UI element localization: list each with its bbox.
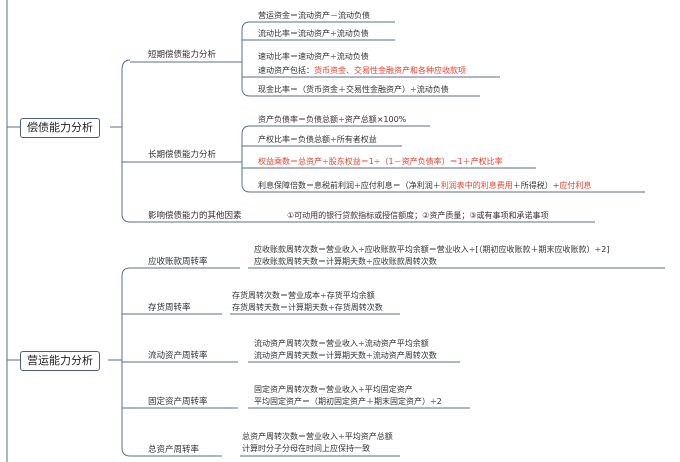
fixed-assets-turnover-times: 固定资产周转次数＝营业收入÷平均固定资产 xyxy=(254,385,413,394)
average-fixed-assets: 平均固定资产＝（期初固定资产＋期末固定资产）÷2 xyxy=(254,397,442,406)
quick-assets-items: 货币资金、交易性金融资产和各种应收款项 xyxy=(314,66,466,75)
inventory-turnover-times: 存货周转次数＝营业成本÷存货平均余额 xyxy=(232,291,375,300)
short-term-node[interactable]: 短期偿债能力分析 xyxy=(148,50,217,60)
operating-analysis-node[interactable]: 营运能力分析 xyxy=(20,351,100,371)
other-factors-node[interactable]: 影响偿债能力的其他因素 xyxy=(148,211,242,221)
equity-multiplier-formula: 权益乘数＝总资产÷股东权益＝1÷（1－资产负债率）＝1＋产权比率 xyxy=(258,157,503,166)
interest-coverage-part-c: ＋所得税）÷ xyxy=(512,181,560,190)
interest-coverage-part-d: 应付利息 xyxy=(559,181,592,190)
receivable-turnover-times: 应收账款周转次数＝营业收入÷应收账款平均余额＝营业收入÷[（期初应收账款＋期末应… xyxy=(254,245,610,254)
interest-coverage-part-a: 利息保障倍数＝息税前利润÷应付利息＝（净利润＋ xyxy=(258,181,441,190)
quick-assets-prefix: 速动资产包括： xyxy=(258,66,314,75)
other-factors-text: ①可动用的银行贷款指标或授信额度；②资产质量；③或有事项和承诺事项 xyxy=(287,211,549,220)
working-capital-formula: 营运资金＝流动资产－流动负债 xyxy=(258,11,370,20)
current-assets-turnover-days: 流动资产周转天数＝计算期天数÷流动资产周转次数 xyxy=(254,351,437,360)
interest-coverage-formula: 利息保障倍数＝息税前利润÷应付利息＝（净利润＋利润表中的利息费用＋所得税）÷应付… xyxy=(258,181,591,191)
cash-ratio-formula: 现金比率＝（货币资金＋交易性金融资产）÷流动负债 xyxy=(258,85,449,94)
debt-asset-ratio-formula: 资产负债率＝负债总额÷资产总额×100% xyxy=(258,115,407,124)
fixed-assets-turnover-node[interactable]: 固定资产周转率 xyxy=(148,397,208,407)
long-term-node[interactable]: 长期偿债能力分析 xyxy=(148,150,217,160)
receivable-turnover-node[interactable]: 应收账款周转率 xyxy=(148,257,208,267)
current-assets-turnover-node[interactable]: 流动资产周转率 xyxy=(148,351,208,361)
quick-assets-note: 速动资产包括：货币资金、交易性金融资产和各种应收款项 xyxy=(258,66,466,76)
inventory-turnover-node[interactable]: 存货周转率 xyxy=(148,303,191,313)
inventory-turnover-days: 存货周转天数＝计算期天数÷存货周转次数 xyxy=(232,303,383,312)
equity-ratio-formula: 产权比率＝负债总额÷所有者权益 xyxy=(258,135,377,144)
solvency-analysis-node[interactable]: 偿债能力分析 xyxy=(20,118,100,138)
total-assets-turnover-times: 总资产周转次数＝营业收入÷平均资产总额 xyxy=(242,432,393,441)
total-assets-turnover-node[interactable]: 总资产周转率 xyxy=(148,445,200,455)
total-assets-turnover-note: 计算时分子分母在时间上应保持一致 xyxy=(242,444,370,453)
receivable-turnover-days: 应收账款周转天数＝计算期天数÷应收账款周转次数 xyxy=(254,257,437,266)
current-ratio-formula: 流动比率＝流动资产÷流动负债 xyxy=(258,29,369,38)
interest-coverage-part-b: 利润表中的利息费用 xyxy=(440,181,513,190)
quick-ratio-formula: 速动比率＝速动资产÷流动负债 xyxy=(258,52,369,61)
current-assets-turnover-times: 流动资产周转次数＝营业收入÷流动资产平均余额 xyxy=(254,339,429,348)
